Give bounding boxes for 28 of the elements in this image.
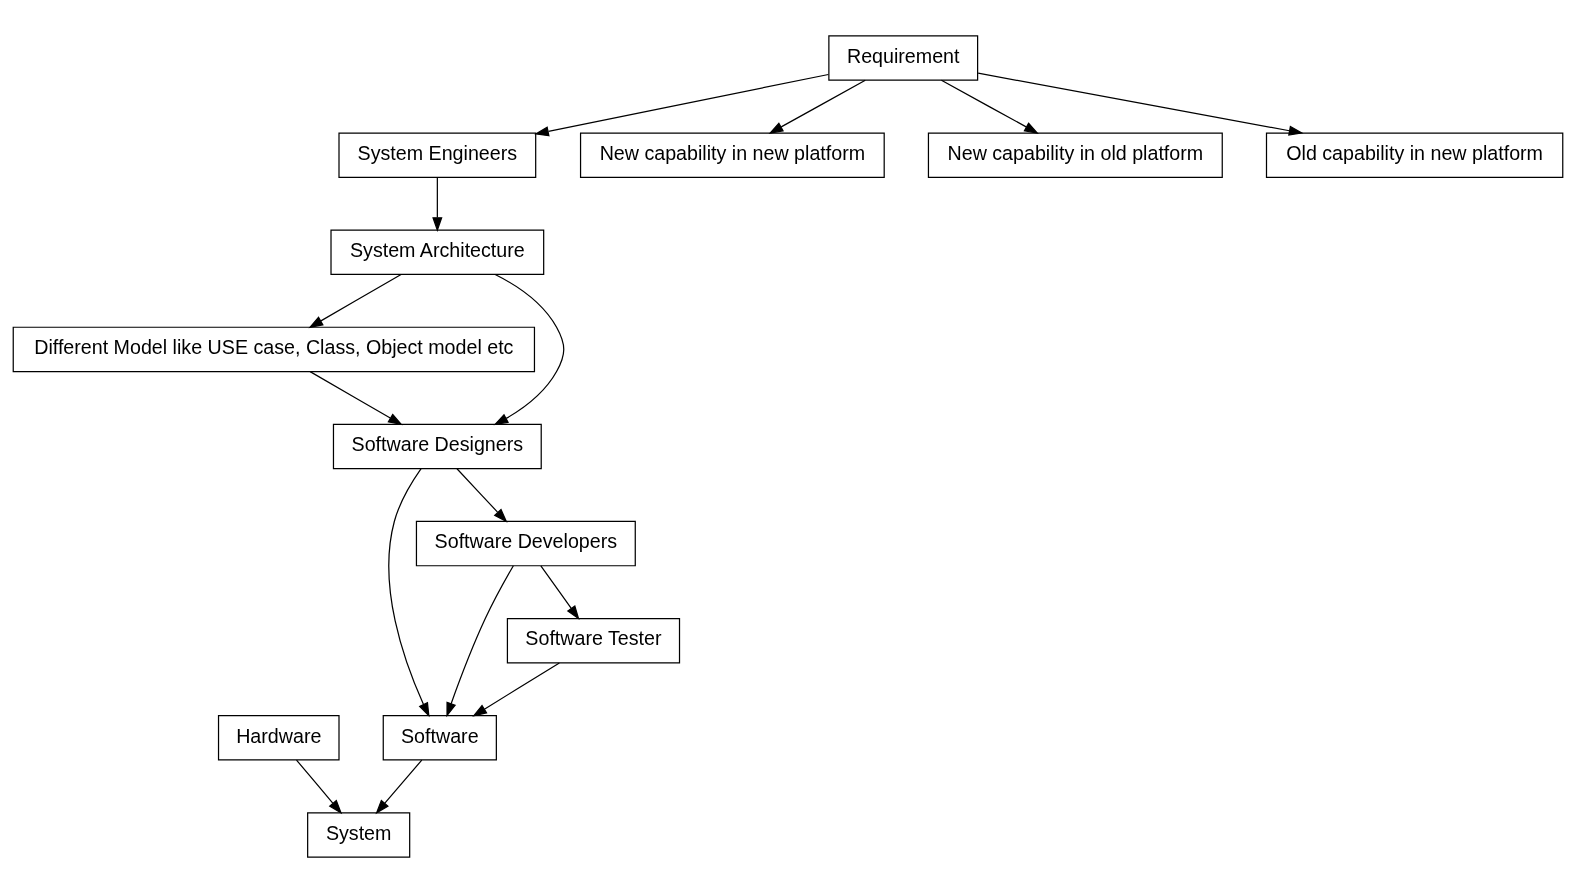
node-box: System [307, 812, 411, 858]
arrow [432, 176, 443, 232]
arrow [493, 273, 565, 426]
node-box: System Engineers [338, 132, 537, 178]
arrow [446, 565, 514, 718]
arrow [768, 79, 866, 134]
arrow [309, 371, 403, 426]
node-box: Hardware [217, 715, 340, 761]
node-box: Different Model like USE case, Class, Object model etc [12, 326, 536, 373]
node-box: Requirement [828, 35, 979, 81]
arrow [308, 273, 402, 329]
arrow [388, 468, 430, 718]
node-box: System Architecture [330, 229, 545, 275]
arrow [295, 759, 343, 815]
arrow [977, 72, 1304, 136]
node-box: Software Designers [332, 423, 542, 470]
node-box: New capability in old platform [927, 132, 1223, 178]
arrow [540, 565, 580, 621]
node-box: Old capability in new platform [1265, 132, 1564, 178]
arrow [375, 759, 423, 815]
arrow [456, 468, 508, 523]
node-box: Software [382, 715, 497, 761]
arrow [534, 73, 829, 137]
node-box: Software Developers [415, 520, 636, 567]
node-box: New capability in new platform [579, 132, 885, 178]
node-box: Software Tester [506, 618, 681, 664]
arrow [940, 79, 1039, 134]
arrow [472, 662, 560, 717]
